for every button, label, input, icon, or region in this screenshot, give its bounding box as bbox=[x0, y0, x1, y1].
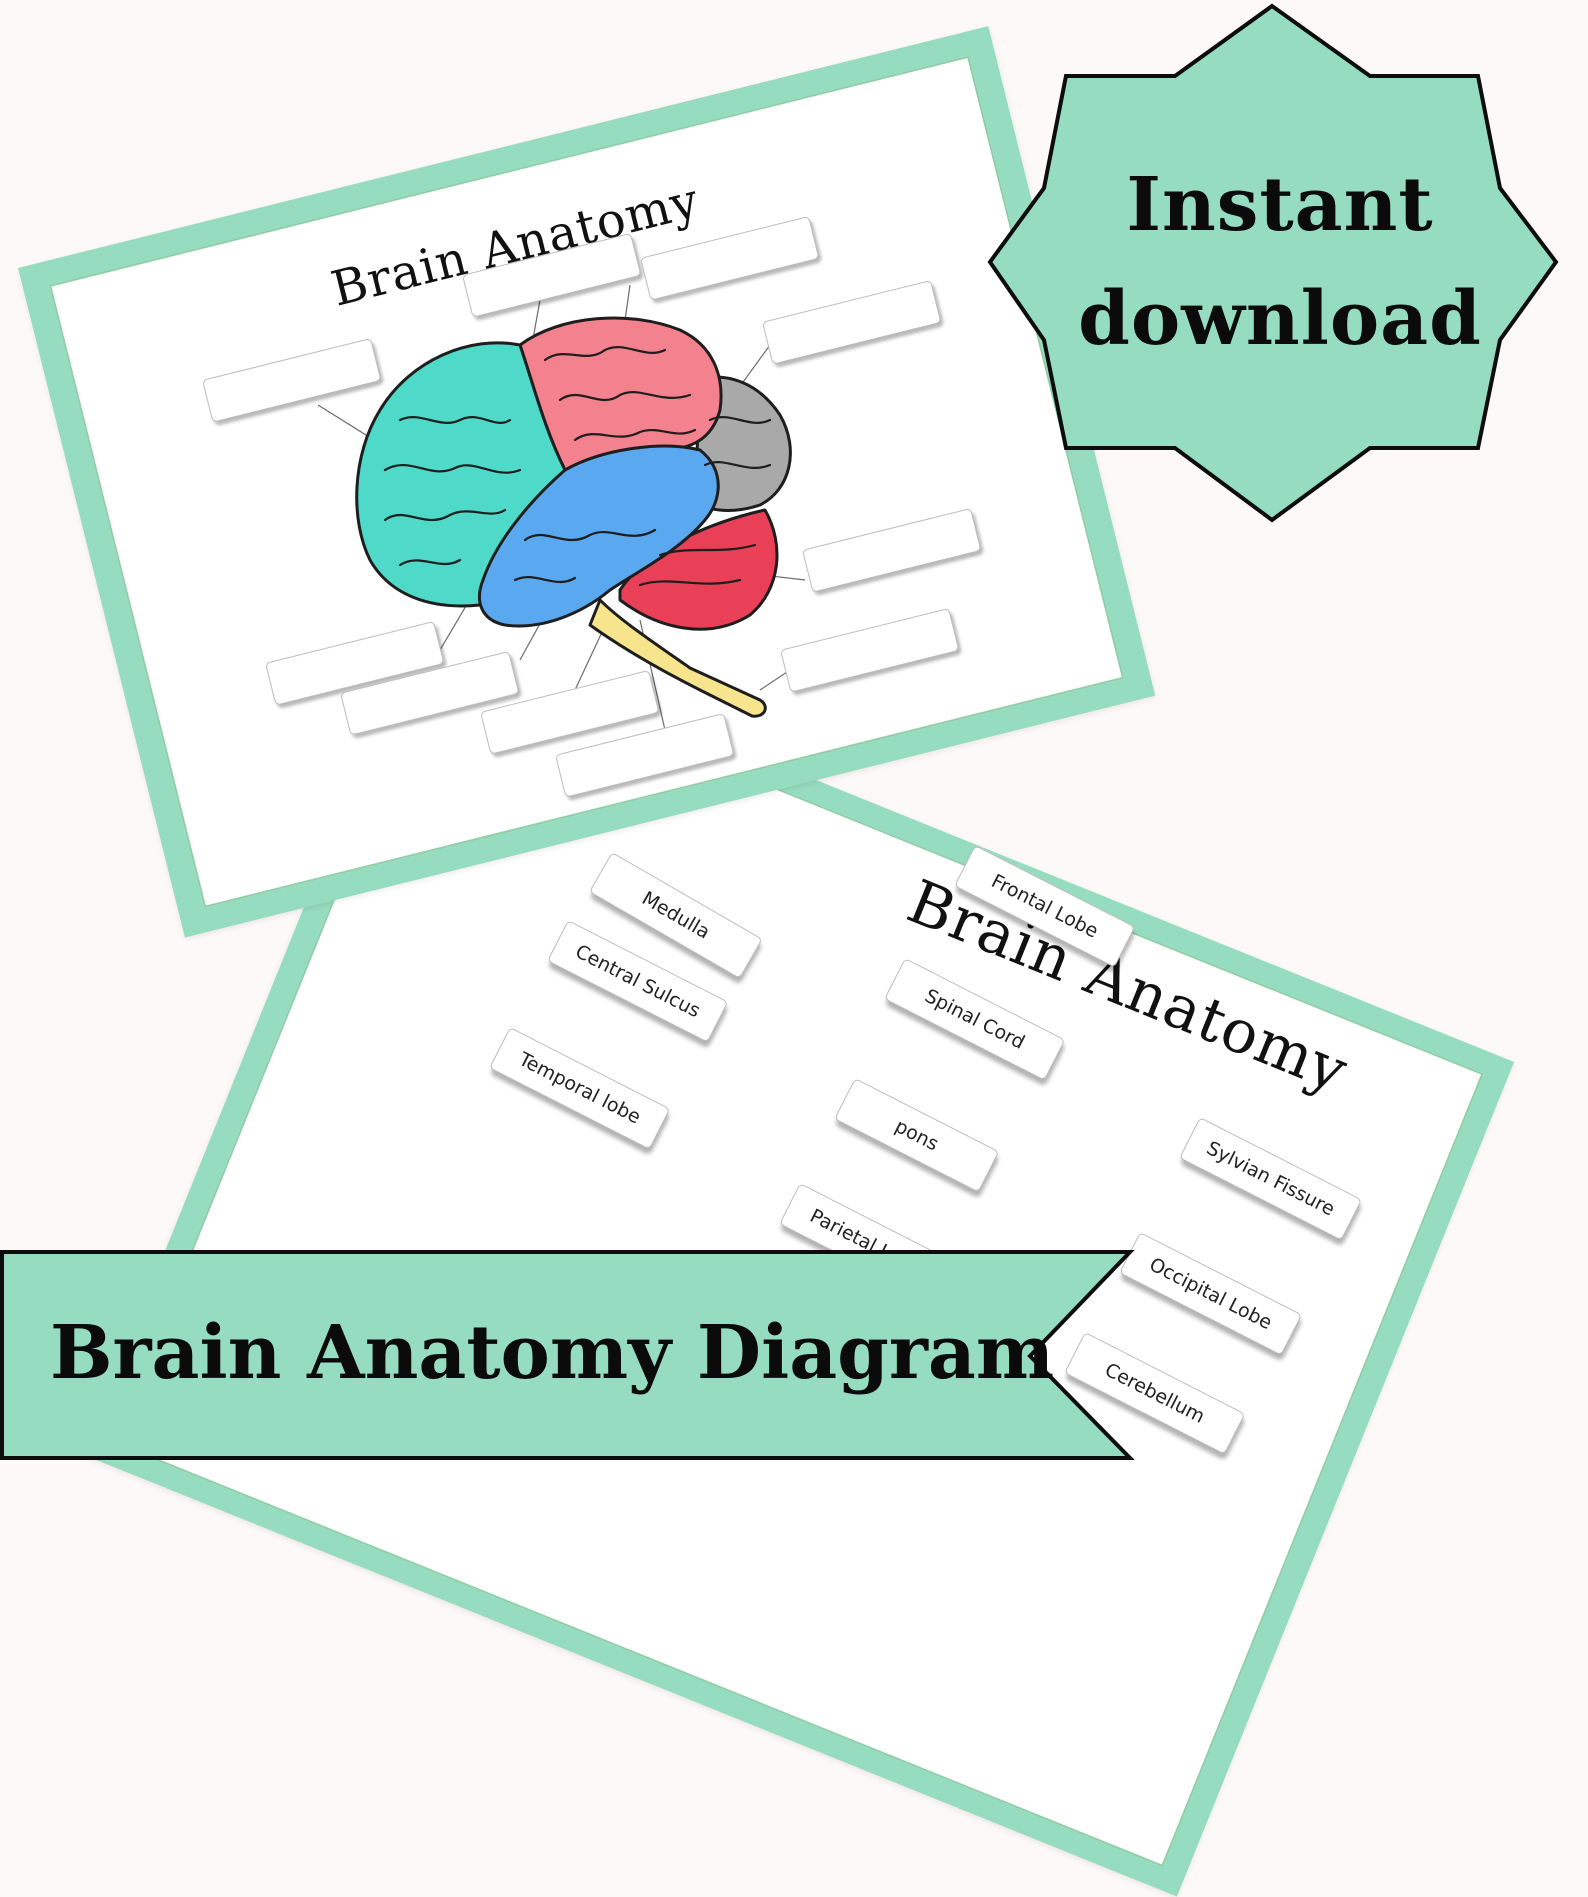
banner-shape bbox=[0, 1250, 1135, 1460]
brainstem-region bbox=[588, 598, 767, 718]
brain-illustration bbox=[355, 316, 792, 718]
badge-star-polygon bbox=[987, 3, 1559, 523]
badge-shape bbox=[987, 3, 1559, 523]
banner-title: Brain Anatomy Diagram bbox=[50, 1310, 1055, 1396]
banner-ribbon-polygon bbox=[0, 1250, 1135, 1460]
badge-line-1: Instant bbox=[1126, 162, 1434, 248]
temporal-region bbox=[478, 444, 720, 628]
badge-line-2: download bbox=[1078, 276, 1482, 362]
